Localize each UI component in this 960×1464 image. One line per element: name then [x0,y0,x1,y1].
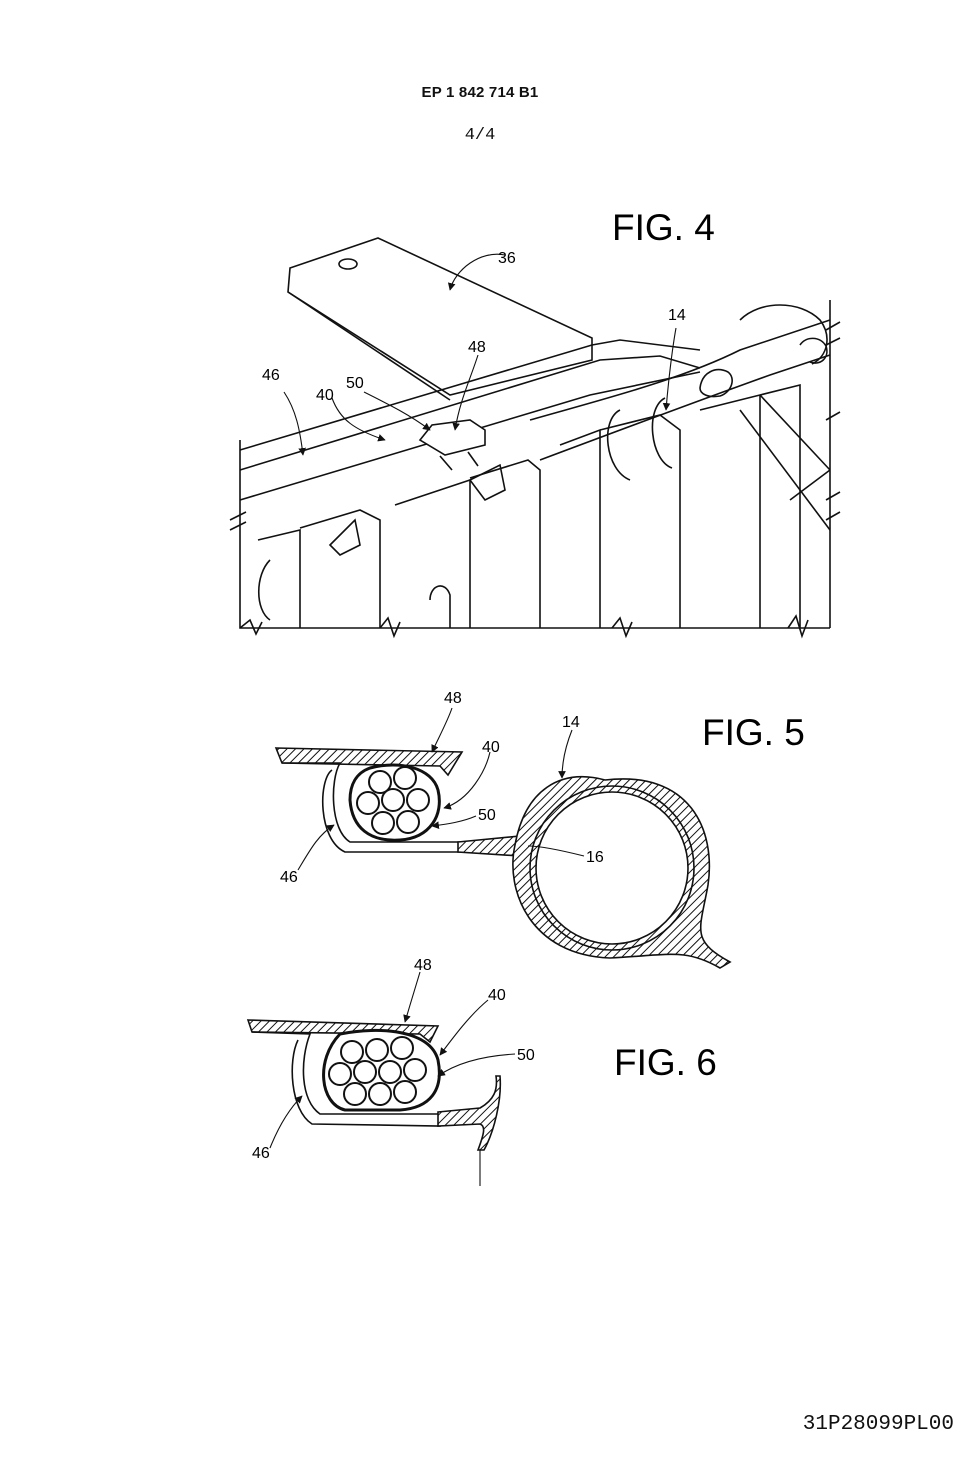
fig5-lid-48 [274,747,464,777]
fig4-leaders [283,253,677,456]
bracket-36 [287,237,593,401]
duct-14 [529,304,831,481]
fig4-ref-48: 48 [468,339,486,356]
figure-5 [274,707,732,969]
fig6-web [437,1075,502,1151]
fig5-duct-14 [512,776,732,969]
fig5-web [457,835,521,857]
fig5-ref-16: 16 [586,849,604,866]
fig4-title: FIG. 4 [612,207,715,248]
fig4-ref-36: 36 [498,250,516,267]
fig6-leaders [269,971,516,1186]
fig6-ref-40: 40 [488,987,506,1004]
body-frame [229,300,841,639]
cable-harness-40 [239,339,701,501]
fig6-ref-46: 46 [252,1145,270,1162]
fig5-ref-14: 14 [562,714,580,731]
fig5-ref-48: 48 [444,690,462,707]
fig5-title: FIG. 5 [702,712,805,753]
fig4-ref-40: 40 [316,387,334,404]
figure-4 [229,237,841,639]
patent-number: EP 1 842 714 B1 [421,84,539,101]
fig5-ref-46: 46 [280,869,298,886]
fig4-ref-14: 14 [668,307,686,324]
document-code: 31P28099PL00 [802,1413,954,1436]
fig6-ref-50: 50 [517,1047,535,1064]
fig5-ref-50: 50 [478,807,496,824]
figure-6 [246,971,516,1186]
fig6-ref-48: 48 [414,957,432,974]
fig4-ref-46: 46 [262,367,280,384]
page-indicator: 4/4 [464,126,496,145]
fig6-title: FIG. 6 [614,1042,717,1083]
fig5-bundle-50 [348,763,441,842]
fig5-leaders [297,707,585,871]
fig6-bundle-50 [322,1028,441,1112]
fig4-ref-50: 50 [346,375,364,392]
fig6-lid-48 [246,1019,440,1044]
fig5-ref-40: 40 [482,739,500,756]
